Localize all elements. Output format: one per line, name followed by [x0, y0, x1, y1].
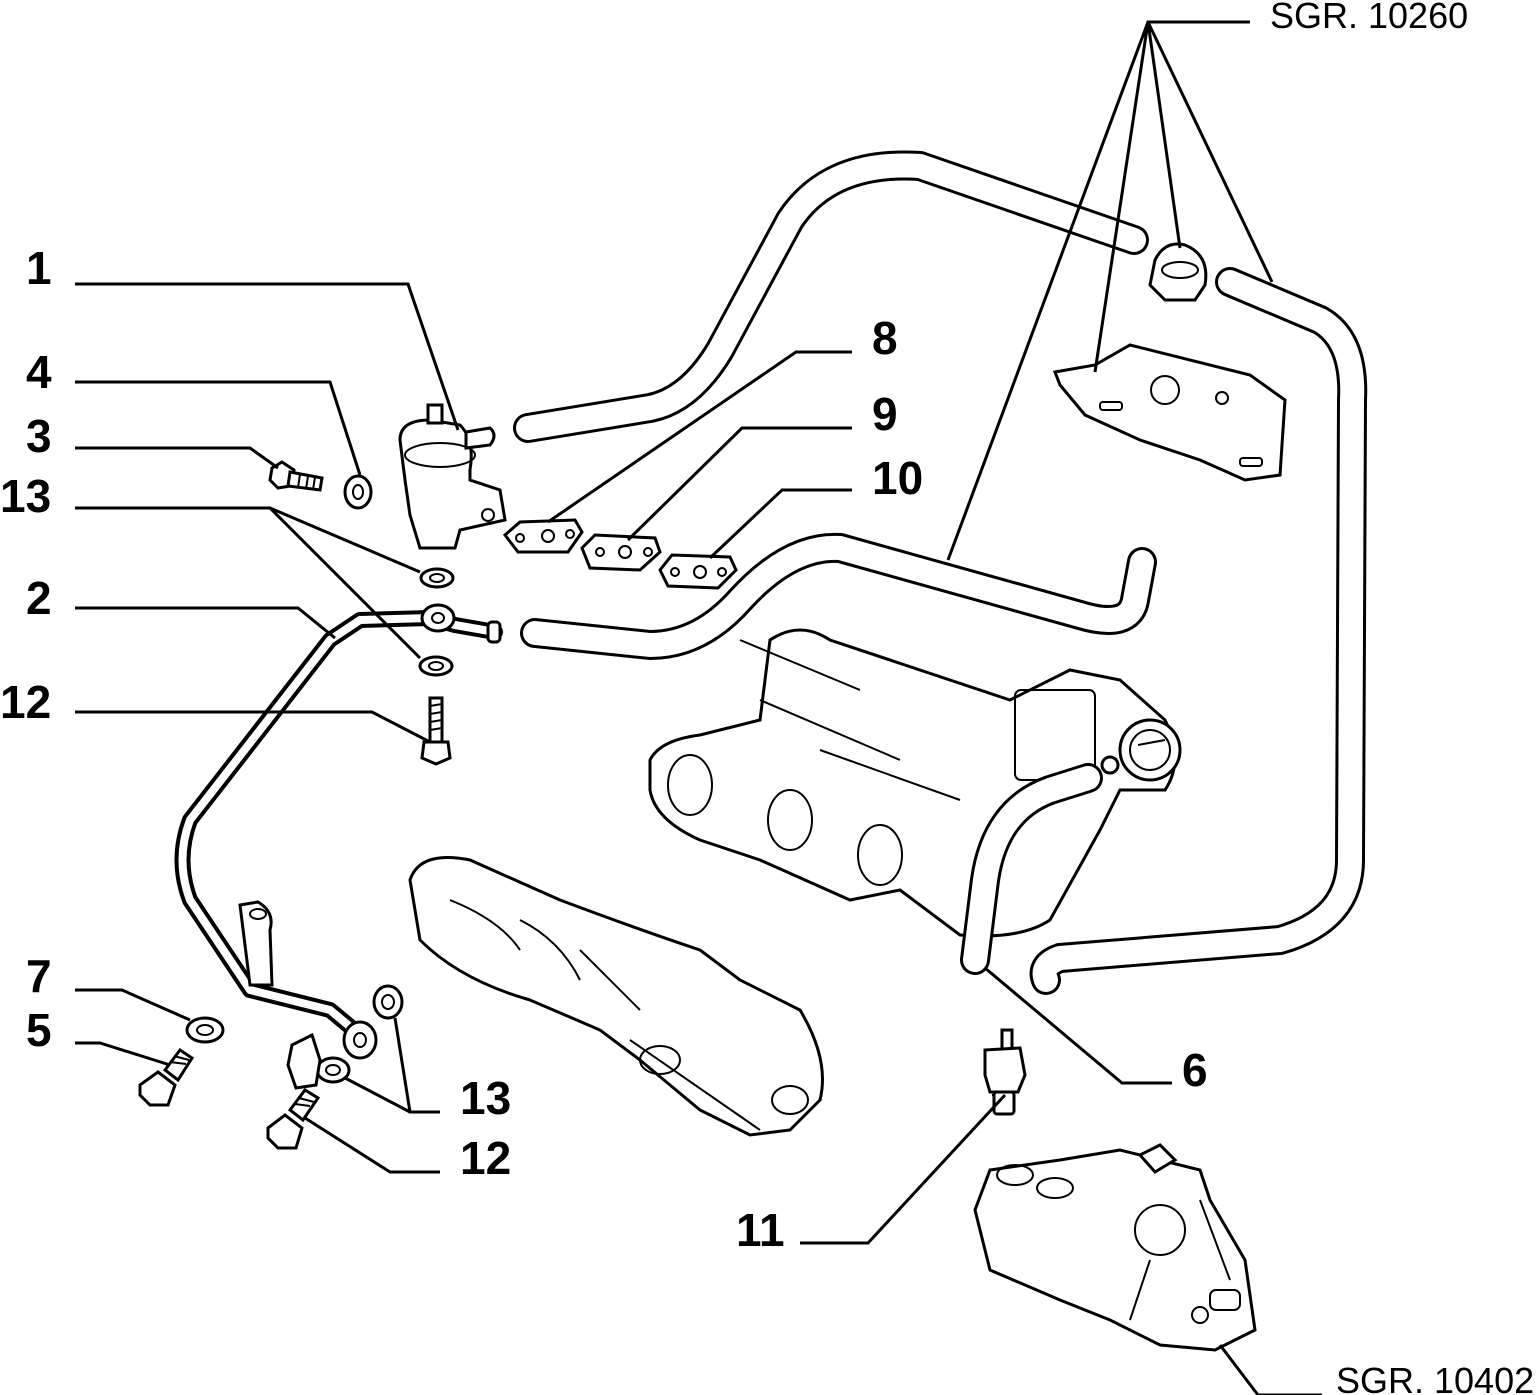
mounting-bracket: [1052, 343, 1287, 482]
label-13-lower: 13: [460, 1072, 511, 1124]
part-12-bolt-lower: [266, 1088, 321, 1150]
exhaust-manifold: [408, 856, 824, 1137]
label-5: 5: [26, 1004, 52, 1056]
part-13-washer-left: [315, 1056, 351, 1084]
part-7-washer: [185, 1016, 225, 1044]
label-8: 8: [872, 312, 898, 364]
part-10-gasket: [658, 553, 738, 590]
reference-bottom: SGR. 10402: [1336, 1360, 1534, 1395]
part-4-washer: [343, 474, 373, 510]
part-13-washer-right: [372, 984, 404, 1020]
label-6: 6: [1182, 1044, 1208, 1096]
label-7: 7: [26, 950, 52, 1002]
part-5-bolt: [138, 1047, 195, 1107]
part-8-gasket: [502, 518, 584, 554]
label-10: 10: [872, 452, 923, 504]
label-11: 11: [736, 1204, 785, 1256]
part-3-bolt: [268, 460, 324, 492]
label-9: 9: [872, 388, 898, 440]
middle-hose: [520, 532, 1157, 660]
part-13-washer-lower: [418, 655, 454, 677]
leader-lines: [75, 20, 1322, 1395]
part-1-valve: [398, 403, 507, 550]
part-9-gasket: [580, 533, 662, 572]
check-valve: [1148, 242, 1208, 302]
right-return-hose: [1029, 267, 1368, 995]
part-11-sensor: [286, 1028, 1027, 1116]
label-4: 4: [26, 346, 52, 398]
label-13-upper: 13: [0, 470, 51, 522]
label-1: 1: [26, 242, 52, 294]
intake-manifold: [648, 628, 1182, 938]
label-12-upper: 12: [0, 676, 51, 728]
thermostat-housing: [973, 1143, 1257, 1352]
label-3: 3: [26, 410, 52, 462]
upper-hose: [513, 150, 1149, 443]
label-12-lower: 12: [460, 1132, 511, 1184]
label-2: 2: [26, 572, 52, 624]
hose-6: [960, 763, 1103, 975]
part-2-pipe: [174, 603, 503, 1060]
part-13-washer-upper: [419, 567, 455, 589]
reference-top: SGR. 10260: [1270, 0, 1468, 36]
part-12-bolt-upper: [420, 696, 452, 766]
